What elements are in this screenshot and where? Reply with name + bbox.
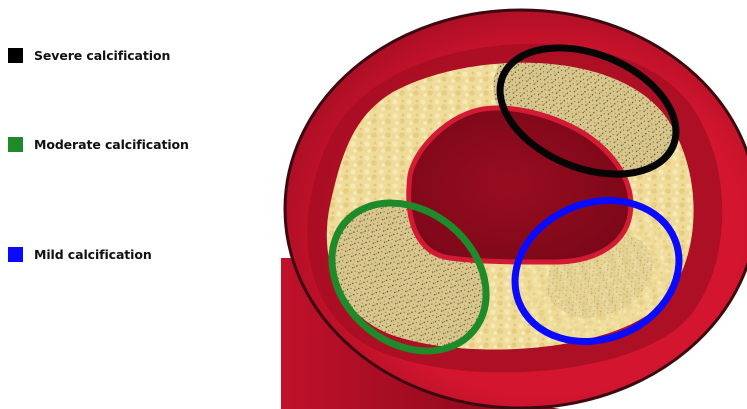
artery-cross-section-illustration: [0, 0, 747, 409]
